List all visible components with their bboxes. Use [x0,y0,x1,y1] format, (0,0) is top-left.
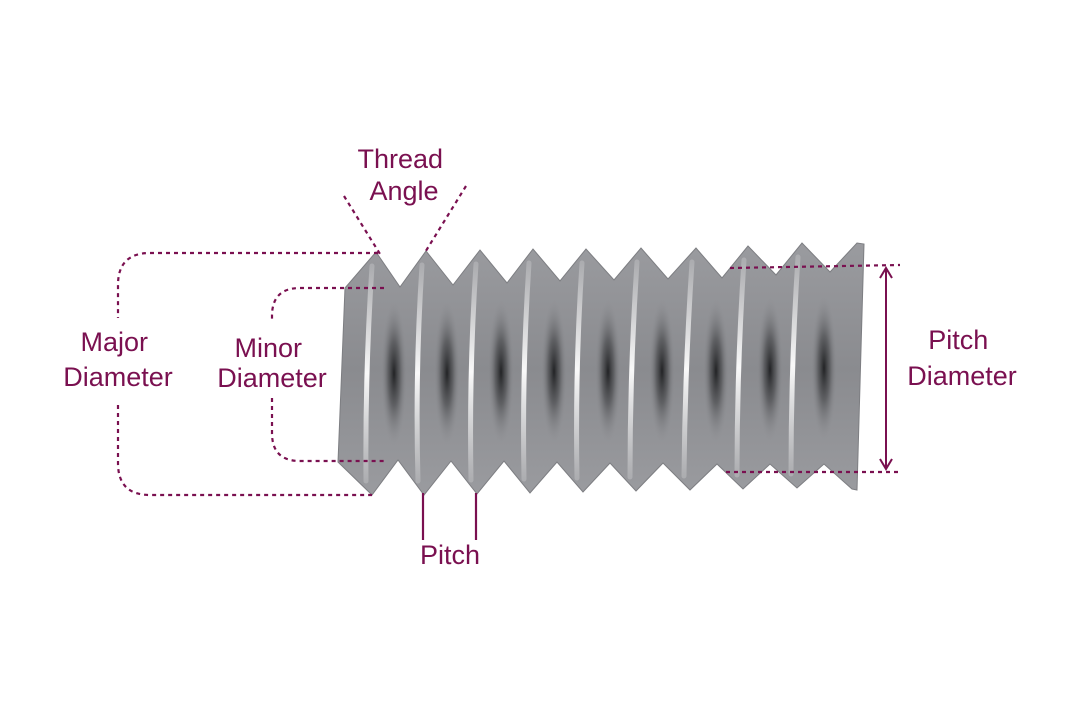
thread-crest-highlight [627,259,640,480]
thread-angle-label-line-2: Angle [369,176,438,206]
thread-groove-shadow [757,297,783,442]
thread-groove-shadow [434,301,460,445]
thread-groove-shadow [703,299,729,443]
thread-crest-highlight [788,254,801,477]
minor-diameter-label-line-2: Diameter [217,363,327,393]
major-diameter-label-line-1: Major [80,327,148,357]
thread-crest-highlight [363,263,375,484]
thread-crest-highlight [574,260,585,481]
thread-crest-highlight [734,257,747,478]
pitch-diameter-label: Pitch Diameter [907,325,1017,391]
thread-crest-highlight [681,259,695,479]
major-diameter-guide [116,251,378,497]
pitch-diameter-label-line-1: Pitch [928,325,988,355]
thread-groove-shadow [541,299,567,444]
dimension-guides [116,185,901,497]
thread-groove-shadow [381,301,407,446]
thread-groove-shadow [811,296,837,440]
thread-groove-shadow [595,299,621,444]
thread-angle-label: Thread Angle [357,144,450,206]
minor-diameter-guide [270,286,384,463]
thread-crest-highlight [414,262,425,484]
major-diameter-label: Major Diameter [63,327,173,392]
thread-angle-label-line-1: Thread [357,144,443,174]
threaded-bolt-body [337,242,865,496]
minor-diameter-label-line-1: Minor [234,333,302,363]
minor-diameter-label: Minor Diameter [217,333,327,393]
pitch-ticks [421,493,478,540]
thread-crest-highlight [521,260,532,482]
thread-crest-highlight [468,261,479,483]
pitch-label: Pitch [420,540,480,570]
pitch-diameter-arrow [879,266,893,471]
pitch-diameter-label-line-2: Diameter [907,361,1017,391]
thread-groove-shadow [649,299,675,443]
thread-groove-shadow [488,300,514,444]
major-diameter-label-line-2: Diameter [63,362,173,392]
thread-angle-right-guide [423,185,467,255]
thread-shading [363,254,837,484]
thread-angle-left-guide [343,195,381,255]
